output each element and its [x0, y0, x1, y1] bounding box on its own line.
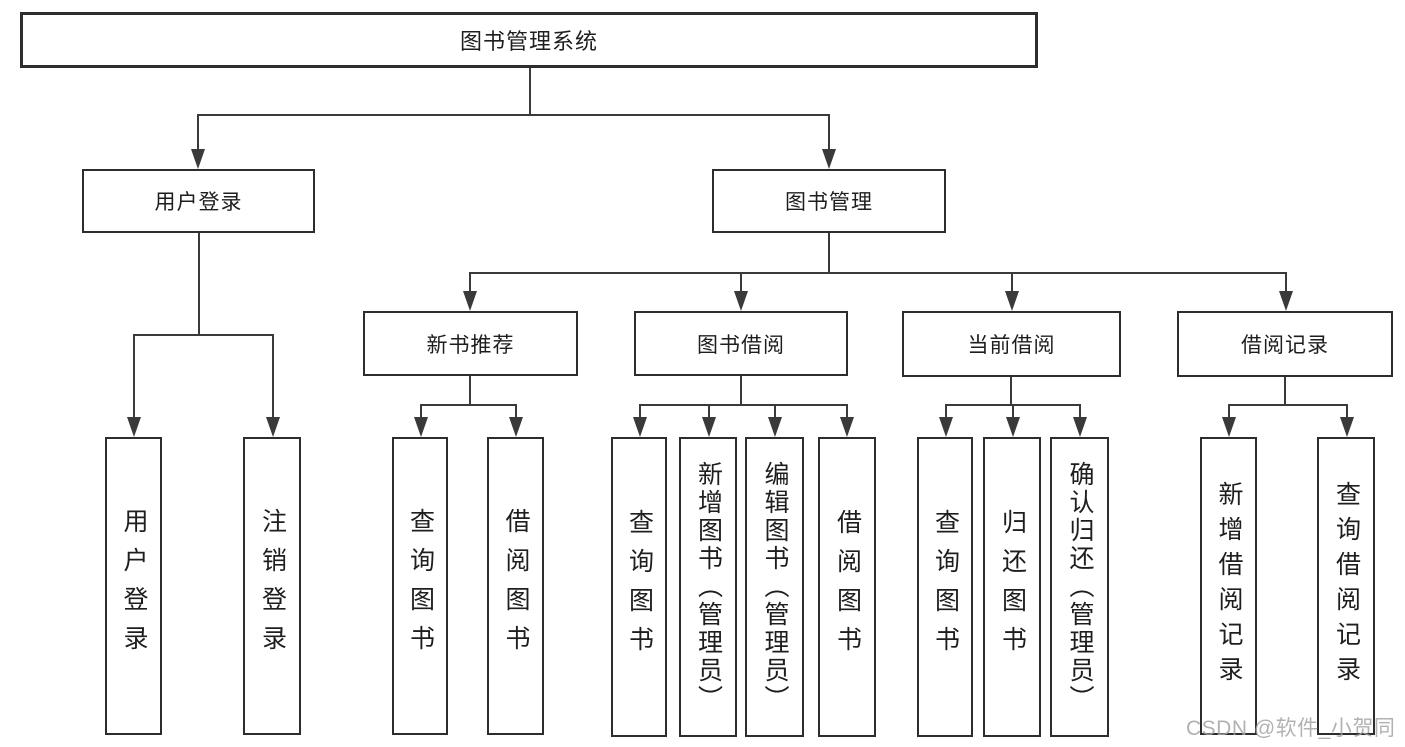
arrow-down-icon — [1222, 417, 1236, 437]
leaf-label: 确认归还（管理员） — [1066, 461, 1094, 713]
node-label: 图书借阅 — [697, 333, 785, 357]
arrow-down-icon — [939, 417, 953, 437]
connector-line — [828, 233, 830, 273]
leaf-label: 借阅图书 — [833, 509, 862, 665]
connector-line — [469, 272, 471, 292]
connector-line — [1010, 377, 1012, 405]
node-book-management: 图书管理 — [712, 169, 946, 233]
connector-line — [774, 404, 776, 418]
csdn-watermark: CSDN @软件_小贺同学 — [1186, 717, 1396, 740]
leaf-confirm-return-admin: 确认归还（管理员） — [1050, 437, 1109, 737]
leaf-label: 借阅图书 — [502, 508, 530, 664]
connector-line — [469, 272, 1286, 274]
connector-line — [420, 404, 422, 418]
leaf-add-borrow-record: 新增借阅记录 — [1200, 437, 1257, 735]
arrow-down-icon — [840, 417, 854, 437]
node-label: 图书管理 — [785, 191, 873, 214]
arrow-down-icon — [702, 417, 716, 437]
node-book-borrowing: 图书借阅 — [634, 311, 848, 376]
connector-line — [1285, 272, 1287, 292]
connector-line — [197, 114, 830, 116]
connector-line — [740, 376, 742, 405]
leaf-add-books-admin: 新增图书（管理员） — [679, 437, 737, 737]
connector-line — [708, 404, 710, 418]
arrow-down-icon — [1005, 291, 1019, 311]
arrow-down-icon — [734, 291, 748, 311]
leaf-label: 查询图书 — [931, 509, 960, 665]
node-label: 用户登录 — [154, 191, 243, 214]
leaf-label: 查询借阅记录 — [1332, 481, 1361, 691]
arrow-down-icon — [768, 417, 782, 437]
leaf-logout: 注销登录 — [243, 437, 301, 735]
leaf-query-borrow-record: 查询借阅记录 — [1317, 437, 1375, 735]
leaf-return-books: 归还图书 — [983, 437, 1041, 737]
arrow-down-icon — [127, 417, 141, 437]
node-label: 新书推荐 — [426, 333, 515, 357]
leaf-query-books-current: 查询图书 — [917, 437, 973, 737]
leaf-label: 新增借阅记录 — [1215, 481, 1243, 691]
connector-line — [1012, 404, 1014, 418]
node-borrowing-records: 借阅记录 — [1177, 311, 1393, 377]
leaf-label: 编辑图书（管理员） — [761, 461, 789, 713]
node-library-management-system: 图书管理系统 — [20, 12, 1038, 68]
node-user-login: 用户登录 — [82, 169, 315, 233]
connector-line — [469, 376, 471, 405]
node-label: 当前借阅 — [967, 334, 1056, 357]
connector-line — [1228, 404, 1346, 406]
arrow-down-icon — [1006, 417, 1020, 437]
connector-line — [197, 114, 199, 150]
arrow-down-icon — [463, 291, 477, 311]
leaf-borrow-books: 借阅图书 — [818, 437, 876, 737]
connector-line — [515, 404, 517, 418]
leaf-borrow-books-recommend: 借阅图书 — [487, 437, 544, 735]
leaf-label: 查询图书 — [625, 509, 654, 665]
connector-line — [1346, 404, 1348, 418]
connector-line — [198, 233, 200, 335]
connector-line — [529, 68, 531, 115]
connector-line — [945, 404, 947, 418]
arrow-down-icon — [1279, 291, 1293, 311]
connector-line — [133, 334, 135, 418]
node-new-book-recommendation: 新书推荐 — [363, 311, 578, 376]
leaf-query-books-borrowing: 查询图书 — [611, 437, 667, 737]
connector-line — [272, 334, 274, 418]
connector-line — [639, 404, 847, 406]
connector-line — [639, 404, 641, 418]
connector-line — [133, 334, 274, 336]
leaf-edit-books-admin: 编辑图书（管理员） — [745, 437, 804, 737]
connector-line — [846, 404, 848, 418]
leaf-label: 用户登录 — [120, 508, 148, 664]
leaf-label: 新增图书（管理员） — [694, 461, 723, 713]
node-label: 图书管理系统 — [459, 29, 598, 54]
leaf-query-books-recommend: 查询图书 — [392, 437, 448, 735]
connector-line — [828, 114, 830, 150]
connector-line — [1228, 404, 1230, 418]
connector-line — [1011, 272, 1013, 292]
connector-line — [1079, 404, 1081, 418]
leaf-user-login: 用户登录 — [105, 437, 162, 735]
arrow-down-icon — [414, 417, 428, 437]
arrow-down-icon — [509, 417, 523, 437]
arrow-down-icon — [1340, 417, 1354, 437]
arrow-down-icon — [266, 417, 280, 437]
arrow-down-icon — [1073, 417, 1087, 437]
leaf-label: 归还图书 — [998, 509, 1027, 665]
leaf-label: 查询图书 — [406, 508, 435, 664]
node-label: 借阅记录 — [1241, 334, 1329, 357]
node-current-borrowing: 当前借阅 — [902, 311, 1121, 377]
leaf-label: 注销登录 — [258, 508, 287, 664]
arrow-down-icon — [191, 149, 205, 169]
arrow-down-icon — [822, 149, 836, 169]
connector-line — [420, 404, 516, 406]
connector-line — [1284, 377, 1286, 405]
connector-line — [740, 272, 742, 292]
arrow-down-icon — [633, 417, 647, 437]
